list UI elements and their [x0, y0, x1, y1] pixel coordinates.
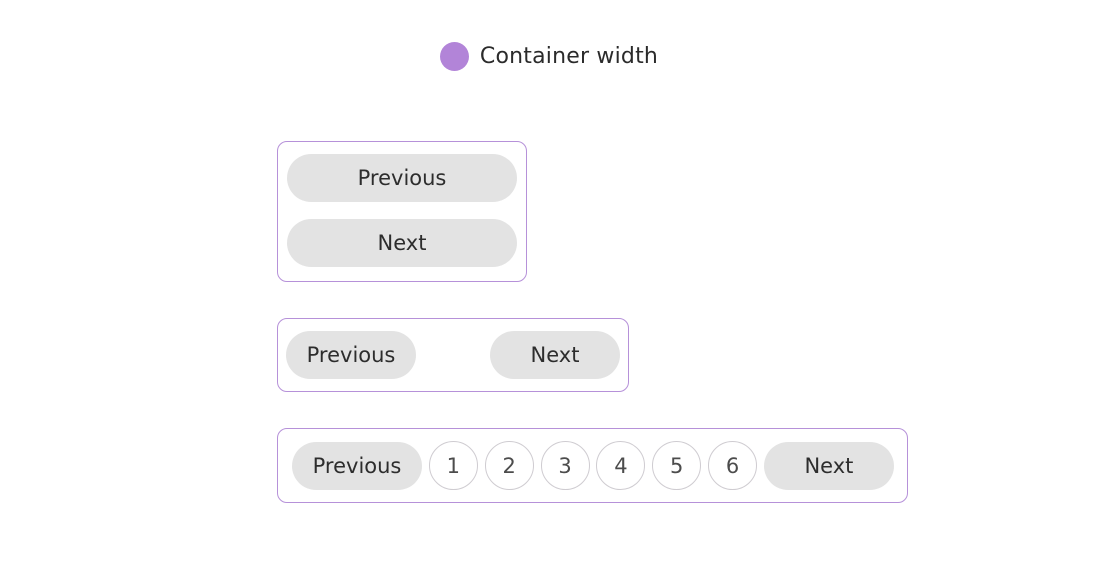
page-button-2[interactable]: 2 [484, 441, 534, 490]
pagination-demos: Previous Next Previous Next Previous 1 2… [277, 141, 908, 503]
pagination-container-large: Previous 1 2 3 4 5 6 Next [277, 428, 908, 503]
page-button-6[interactable]: 6 [708, 441, 758, 490]
previous-button[interactable]: Previous [292, 441, 422, 490]
pagination-container-medium: Previous Next [277, 318, 629, 392]
next-button[interactable]: Next [490, 331, 620, 379]
next-button[interactable]: Next [763, 441, 894, 490]
pagination-container-small: Previous Next [277, 141, 527, 282]
previous-button[interactable]: Previous [287, 154, 517, 202]
page-button-5[interactable]: 5 [652, 441, 702, 490]
legend: Container width [0, 42, 1098, 71]
page-button-4[interactable]: 4 [596, 441, 646, 490]
page-button-3[interactable]: 3 [540, 441, 590, 490]
next-button[interactable]: Next [287, 219, 517, 267]
legend-label: Container width [479, 44, 659, 69]
previous-button[interactable]: Previous [286, 331, 416, 379]
page-button-1[interactable]: 1 [428, 441, 478, 490]
legend-dot-icon [439, 42, 469, 71]
